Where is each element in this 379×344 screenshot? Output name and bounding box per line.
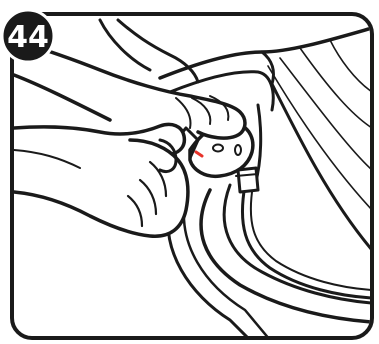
step-badge: 44 [2,10,54,62]
step-number: 44 [7,20,49,55]
